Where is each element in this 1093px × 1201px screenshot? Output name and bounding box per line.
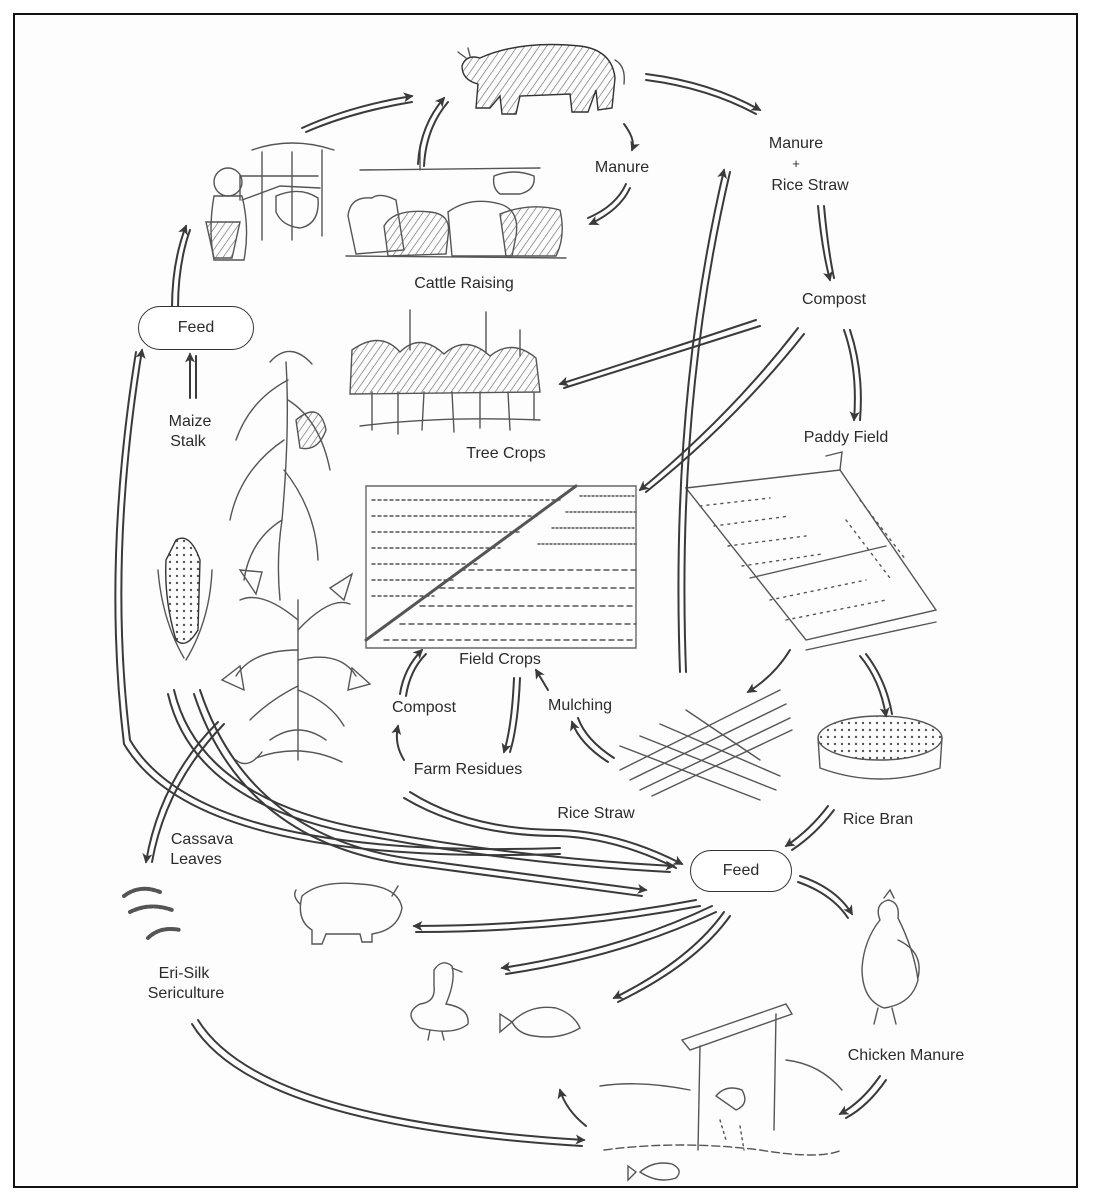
arrow-farm-residues-to-compost [397, 726, 404, 760]
rice-bran-label: Rice Bran [843, 810, 913, 830]
manure-label: Manure [595, 158, 649, 178]
farm-residues-label: Farm Residues [414, 760, 522, 780]
arrow-farmer-to-cow [302, 96, 412, 128]
rice-bran-bowl-illustration [818, 716, 942, 779]
cassava-leaves-label-line2: Leaves [170, 850, 222, 870]
arrow-coop-to-fish [560, 1090, 586, 1126]
arrow-paddy-to-rice-straw [748, 650, 790, 692]
pig-illustration [295, 883, 402, 944]
chicken-illustration [862, 890, 919, 1024]
arrow-compost-to-field-crops [640, 328, 798, 490]
manure-rice-straw-label-line1: Manure [769, 134, 823, 154]
maize-plant-illustration [230, 351, 330, 600]
maize-cob-illustration [158, 538, 212, 660]
tree-crops-label: Tree Crops [466, 444, 545, 464]
arrow-compost-to-field-crops-small [400, 650, 422, 694]
manure-rice-straw-label-line2: Rice Straw [771, 176, 848, 196]
arrow-cow-to-manure [624, 124, 633, 150]
duck-illustration [411, 963, 468, 1040]
arrow-feed-to-duck [502, 906, 712, 968]
paddy-field-illustration [686, 452, 936, 650]
arrow-compost-to-tree-crops [560, 320, 756, 384]
field-crops-illustration [366, 486, 636, 648]
chicken-manure-label: Chicken Manure [848, 1046, 965, 1066]
chicken-coop-pond-illustration [600, 1004, 842, 1180]
maize-stalk-label-line2: Stalk [170, 432, 206, 452]
paddy-field-label: Paddy Field [804, 428, 889, 448]
arrow-mulching-to-field-crops [536, 670, 548, 690]
eri-silk-label-line2: Sericulture [148, 984, 224, 1004]
cassava-leaves-label-line1: Cassava [171, 830, 233, 850]
cow-illustration [458, 45, 624, 115]
field-crops-label: Field Crops [459, 650, 541, 670]
cattle-herd-illustration [346, 150, 566, 258]
silkworm-illustration [124, 889, 180, 938]
manure-rice-straw-label-plus: + [792, 154, 800, 174]
compost-label-bottom: Compost [392, 698, 456, 718]
maize-stalk-label-line1: Maize [169, 412, 212, 432]
rice-straw-label: Rice Straw [557, 804, 634, 824]
compost-label-top: Compost [802, 290, 866, 310]
fish-illustration [500, 1007, 580, 1037]
feed-box-bottom: Feed [690, 850, 792, 892]
cassava-plant-illustration [222, 570, 370, 764]
mulching-label: Mulching [548, 696, 612, 716]
tree-crops-illustration [350, 310, 540, 434]
feed-box-top: Feed [138, 306, 254, 350]
farmer-feeding-cow-illustration [206, 143, 334, 260]
cattle-raising-label: Cattle Raising [414, 274, 514, 294]
rice-straw-bundle-illustration [620, 690, 792, 800]
arrow-rice-straw-to-mulching [572, 722, 608, 762]
eri-silk-label-line1: Eri-Silk [159, 964, 210, 984]
